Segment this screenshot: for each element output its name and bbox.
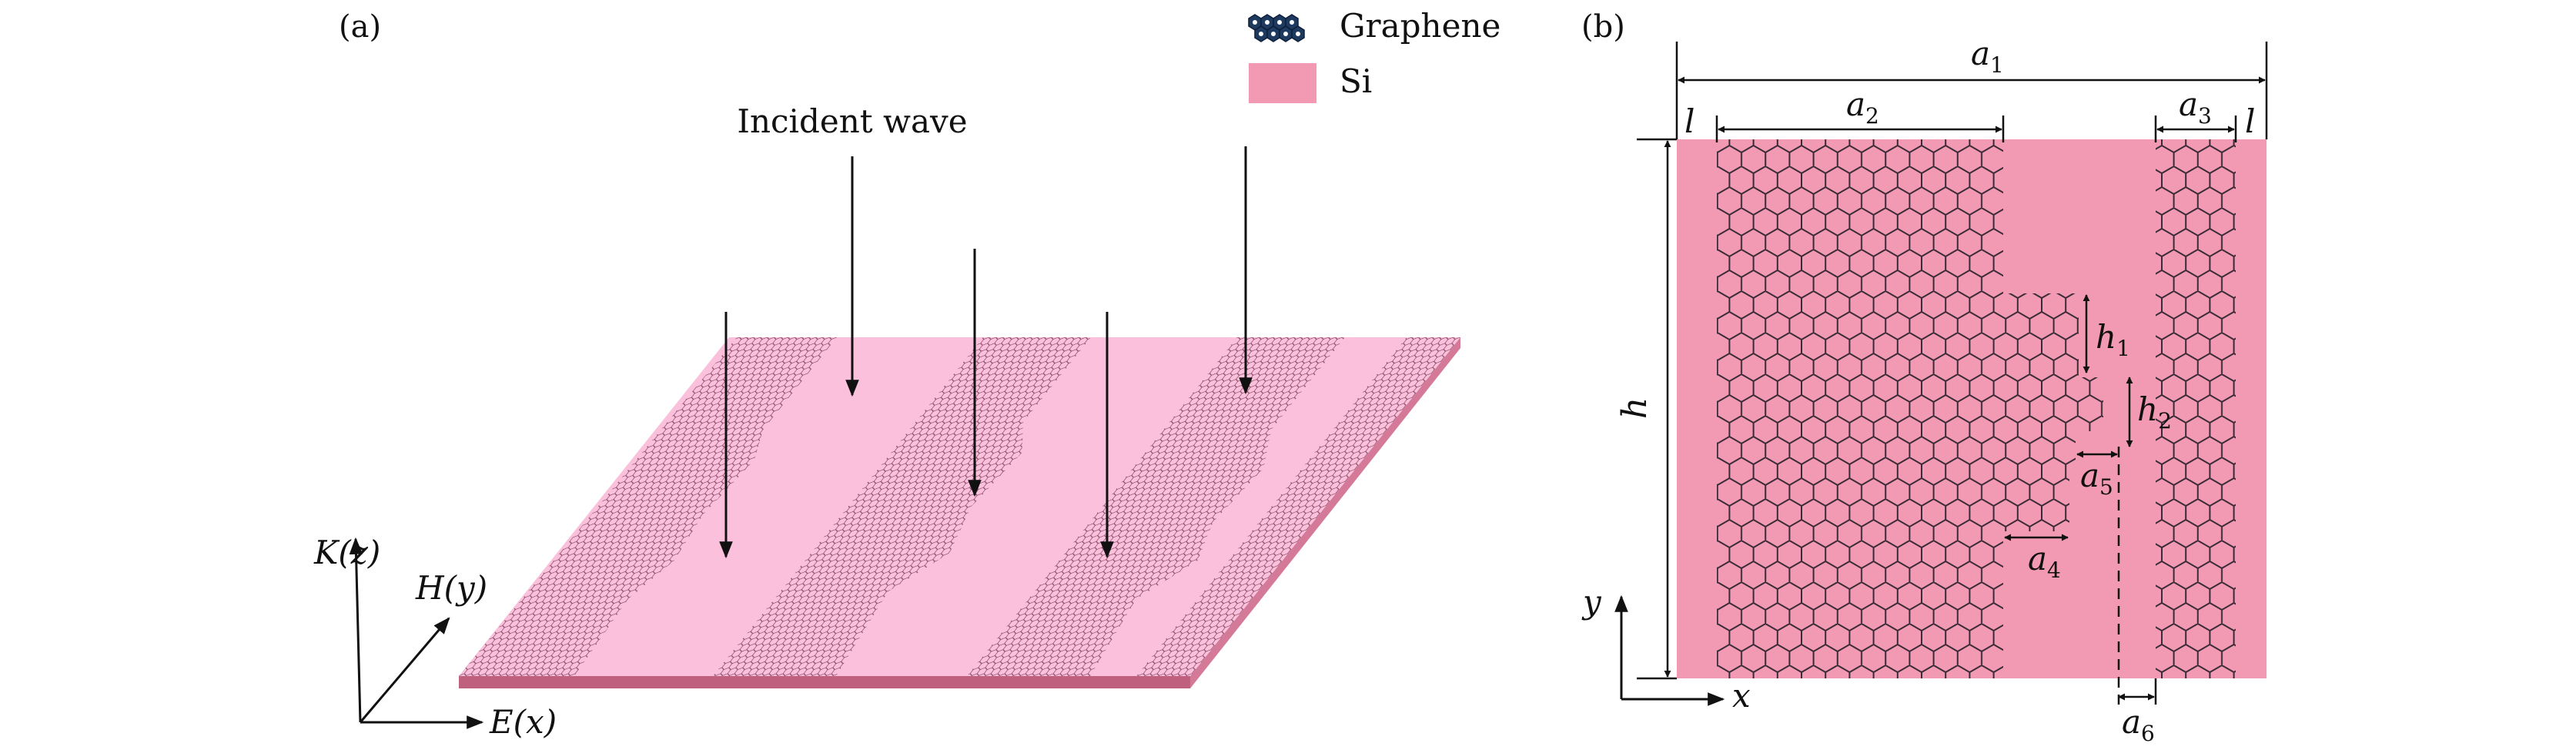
graphene-main-strip xyxy=(1717,139,2103,678)
dimension-lines xyxy=(1637,42,2268,705)
incident-wave-label: Incident wave xyxy=(737,102,967,140)
graphene-legend-icon xyxy=(1248,14,1305,42)
graphene-regions xyxy=(1717,139,2236,678)
a1-label: a1 xyxy=(1971,35,2004,78)
a6-label: a6 xyxy=(2122,703,2155,746)
si-legend-swatch xyxy=(1249,63,1316,103)
axis-b-y-label: y xyxy=(1581,583,1602,621)
axis-y-label: H(y) xyxy=(415,569,487,607)
slab-front-face xyxy=(459,676,1190,688)
legend: Graphene Si xyxy=(1248,7,1500,103)
graphene-stripe-2 xyxy=(713,337,1091,676)
h2-label: h2 xyxy=(2137,390,2172,434)
a2-label: a2 xyxy=(1846,85,1879,129)
axis-x-label: E(x) xyxy=(489,703,557,741)
panel-a-label: (a) xyxy=(339,9,381,45)
graphene-stripes xyxy=(459,337,1460,676)
incident-wave-arrows xyxy=(719,146,1253,559)
a3-label: a3 xyxy=(2179,85,2212,129)
graphene-stripe-3 xyxy=(967,337,1345,676)
l-right-label: l xyxy=(2245,102,2255,140)
graphene-stripe-4 xyxy=(1136,337,1460,676)
slab-side-face xyxy=(1190,337,1460,688)
a4-label: a4 xyxy=(2028,540,2061,583)
legend-si-label: Si xyxy=(1340,62,1372,100)
graphene-right-strip xyxy=(2156,139,2236,678)
axes-a xyxy=(349,537,484,729)
a5-label: a5 xyxy=(2080,457,2113,500)
h1-label: h1 xyxy=(2096,318,2130,361)
graphene-stripe-1 xyxy=(459,337,837,676)
axes-b xyxy=(1614,594,1725,706)
dimension-labels: a1 a2 a3 a4 a5 a6 h1 h2 l l h xyxy=(1615,35,2255,746)
legend-graphene-label: Graphene xyxy=(1340,7,1500,45)
l-left-label: l xyxy=(1684,102,1694,140)
axis-z-label: K(z) xyxy=(313,534,380,571)
axis-b-x-label: x xyxy=(1732,677,1751,715)
panel-b-label: (b) xyxy=(1581,9,1625,45)
h-label: h xyxy=(1615,397,1654,419)
